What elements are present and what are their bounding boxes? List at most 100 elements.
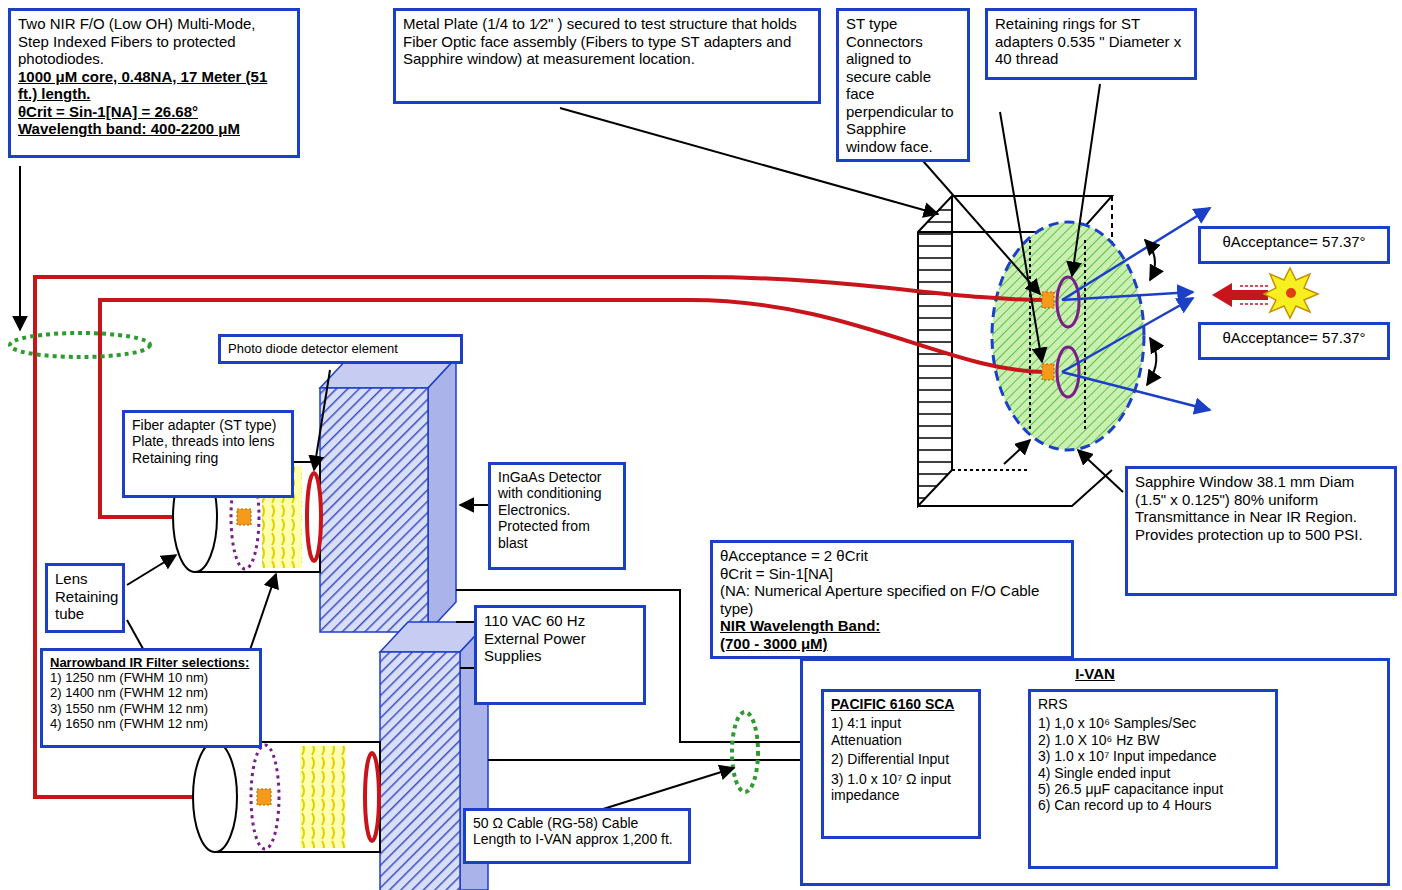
node-text: θCrit = Sin-1[NA] xyxy=(720,565,1064,583)
lens-tube xyxy=(307,473,321,561)
recorder-box: I-VAN PACIFIC 6160 SCA 1) 4:1 input Attenu… xyxy=(800,658,1390,886)
node-text: 50 Ω Cable (RG-58) Cable Length to I-VAN… xyxy=(473,815,681,848)
callout-box: Two NIR F/O (Low OH) Multi-Mode, Step In… xyxy=(8,8,300,158)
acceptance-ray xyxy=(1062,208,1210,410)
angle-label: θAcceptance= 57.37° xyxy=(1198,226,1390,264)
leader-line xyxy=(314,370,330,470)
node-text: 4) 1650 nm (FWHM 12 nm) xyxy=(50,716,252,731)
node-text: Sapphire Window 38.1 mm Diam (1.5" x 0.1… xyxy=(1135,473,1387,543)
st-connector xyxy=(1042,364,1054,380)
node-text: PACIFIC 6160 SCA xyxy=(831,696,971,712)
leader-line xyxy=(1078,450,1123,492)
sapphire-window xyxy=(992,222,1144,450)
node-text: Photo diode detector element xyxy=(228,341,453,356)
angle-label: θAcceptance= 57.37° xyxy=(1198,322,1390,360)
node-text: 1000 μM core, 0.48NA, 17 Meter (51 ft.) … xyxy=(18,68,290,103)
ingaas-detector xyxy=(320,388,428,632)
node-text: Fiber adapter (ST type) Plate, threads i… xyxy=(132,417,284,466)
node-text: 3) 1550 nm (FWHM 12 nm) xyxy=(50,701,252,716)
angle-arc xyxy=(1147,338,1156,385)
retaining-ring xyxy=(1057,277,1079,327)
acceptance-ray xyxy=(1062,298,1193,372)
recorder-unit-box: RRS 1) 1,0 x 10⁶ Samples/Sec2) 1.0 X 10⁶ … xyxy=(1028,689,1278,869)
bundle-marker xyxy=(10,333,150,357)
node-text: 6) Can record up to 4 Hours xyxy=(1038,797,1268,813)
node-text: Lens Retaining tube xyxy=(55,570,115,623)
node-text: 110 VAC 60 Hz External Power Supplies xyxy=(484,612,636,665)
lens-tube xyxy=(300,746,346,848)
node-text: 1) 1250 nm (FWHM 10 nm) xyxy=(50,670,252,685)
callout-box: Metal Plate (1/4 to 1⁄2" ) secured to te… xyxy=(393,8,821,104)
lens-tube xyxy=(257,789,271,805)
node-text: 3) 1.0 x 10⁷ Input impedance xyxy=(1038,748,1268,764)
leader-line xyxy=(600,768,734,810)
leader-line xyxy=(1072,84,1100,276)
angle-arc xyxy=(1145,240,1155,280)
lens-tube xyxy=(237,509,251,525)
fiber-cable xyxy=(35,277,1046,797)
leader-line xyxy=(19,166,21,330)
leader-line xyxy=(1004,440,1030,464)
node-text: θCrit = Sin-1[NA] = 26.68° xyxy=(18,103,290,121)
node-text: InGaAs Detector with conditioning Electr… xyxy=(498,469,616,551)
bundle-marker xyxy=(10,333,758,792)
fiber-cable xyxy=(35,277,1046,797)
blast-source xyxy=(1240,285,1268,287)
node-text: Retaining rings for ST adapters 0.535 " … xyxy=(995,15,1187,68)
node-text: 2) 1.0 X 10⁶ Hz BW xyxy=(1038,732,1268,748)
ingaas-detector xyxy=(380,652,460,890)
node-text: 4) Single ended input xyxy=(1038,765,1268,781)
node-text: 2) 1400 nm (FWHM 12 nm) xyxy=(50,685,252,700)
cable-callout: 50 Ω Cable (RG-58) Cable Length to I-VAN… xyxy=(463,808,691,864)
callout-box: Lens Retaining tube xyxy=(45,563,125,633)
filter-list-box: Narrowband IR Filter selections:1) 1250 … xyxy=(40,648,262,748)
signal-wire xyxy=(488,759,818,761)
leader-line xyxy=(460,504,488,506)
formula-box: θAcceptance = 2 θCritθCrit = Sin-1[NA](N… xyxy=(710,540,1074,659)
node-text: Wavelength band: 400-2200 μM xyxy=(18,120,290,138)
node-text: Two NIR F/O (Low OH) Multi-Mode, Step In… xyxy=(18,15,290,68)
node-text: 2) Differential Input xyxy=(831,751,971,767)
node-text: 1) 4:1 input Attenuation xyxy=(831,715,971,748)
node-text: RRS xyxy=(1038,696,1268,712)
node-text: θAcceptance = 2 θCrit xyxy=(720,547,1064,565)
leader-line xyxy=(250,574,276,650)
acceptance-ray xyxy=(1062,372,1210,410)
amplifier-box: PACIFIC 6160 SCA 1) 4:1 input Attenuation… xyxy=(821,689,981,839)
callout-box: InGaAs Detector with conditioning Electr… xyxy=(488,462,626,570)
lens-tube xyxy=(215,742,380,852)
callout-box: Sapphire Window 38.1 mm Diam (1.5" x 0.1… xyxy=(1125,466,1397,596)
callout-box: Fiber adapter (ST type) Plate, threads i… xyxy=(122,410,294,498)
node-text: 3) 1.0 x 10⁷ Ω input impedance xyxy=(831,771,971,804)
sapphire-window xyxy=(992,222,1144,450)
lens-tube xyxy=(365,753,379,841)
retaining-ring xyxy=(1057,347,1079,397)
st-connector xyxy=(1042,292,1054,380)
signal-wire xyxy=(456,621,474,623)
callout-box: Retaining rings for ST adapters 0.535 " … xyxy=(985,8,1197,80)
blast-source xyxy=(1212,268,1318,318)
sapphire-window xyxy=(992,222,1144,450)
blast-source xyxy=(1286,288,1296,298)
blast-source xyxy=(1240,303,1268,305)
callout-box: ST type Connectors aligned to secure cab… xyxy=(836,8,970,162)
blast-source xyxy=(1264,268,1318,318)
node-text: Metal Plate (1/4 to 1⁄2" ) secured to te… xyxy=(403,15,811,68)
signal-wire xyxy=(460,667,474,669)
leader-line xyxy=(127,555,176,585)
node-text: (NA: Numerical Aperture specified on F/O… xyxy=(720,582,1064,617)
node-text: I-VAN xyxy=(810,665,1380,683)
node-text: (700 - 3000 μM) xyxy=(720,635,1064,653)
lens-tube xyxy=(251,745,279,849)
node-text: ST type Connectors aligned to secure cab… xyxy=(846,15,960,155)
blast-source xyxy=(1212,283,1268,307)
sapphire-window xyxy=(1084,240,1086,430)
metal-plate xyxy=(918,470,1112,506)
node-text: 1) 1,0 x 10⁶ Samples/Sec xyxy=(1038,715,1268,731)
node-text: 5) 26.5 μμF capacitance input xyxy=(1038,781,1268,797)
metal-plate xyxy=(952,469,1030,471)
bundle-marker xyxy=(732,712,758,792)
node-text: Narrowband IR Filter selections: xyxy=(50,655,252,670)
node-text: NIR Wavelength Band: xyxy=(720,617,1064,635)
